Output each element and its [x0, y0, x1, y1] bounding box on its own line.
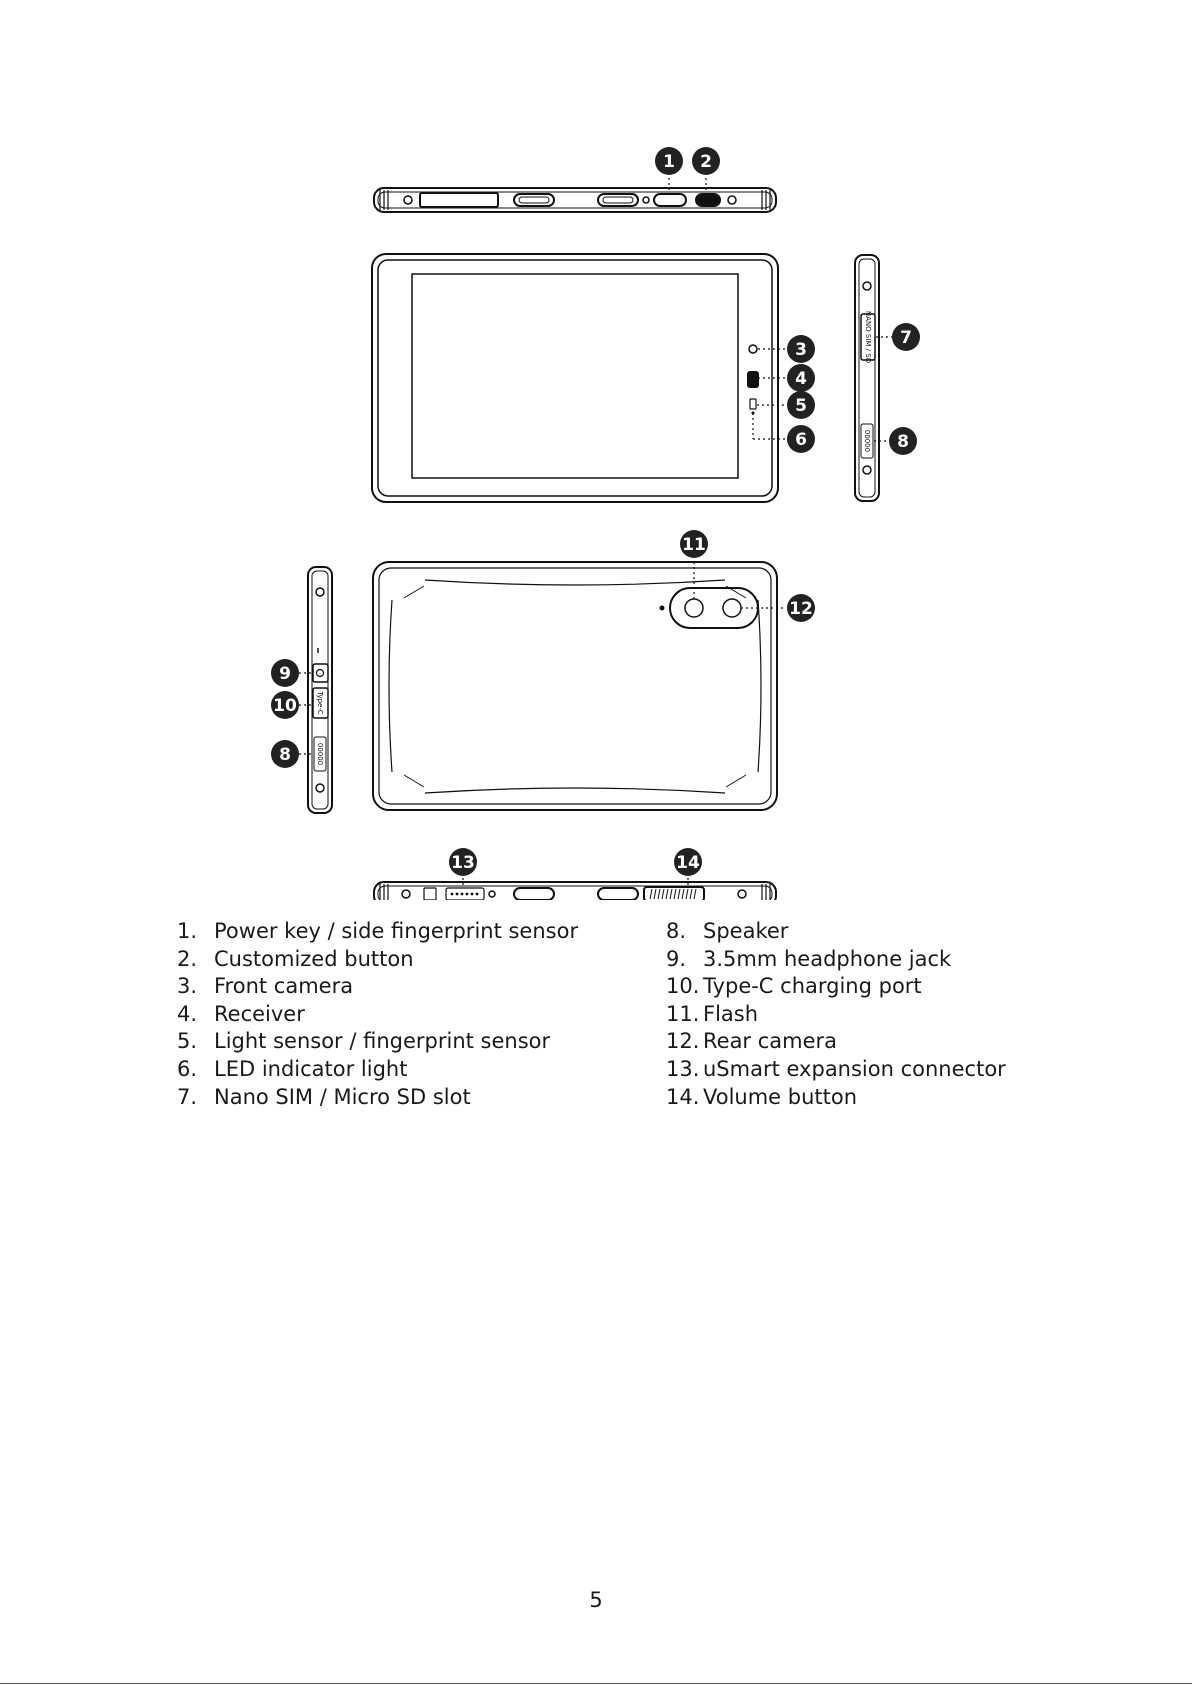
- callout-8-left: 8: [271, 740, 299, 768]
- light-sensor: [749, 398, 757, 410]
- legend-right-column: 8.Speaker 9.3.5mm headphone jack 10.Type…: [666, 918, 1006, 1111]
- svg-text:13: 13: [451, 853, 475, 873]
- callout-5: 5: [787, 391, 815, 419]
- front-camera: [748, 344, 758, 354]
- svg-text:5: 5: [795, 396, 807, 416]
- legend-item: 8.Speaker: [666, 919, 789, 943]
- back-view: [372, 561, 778, 811]
- legend-item: 1.Power key / side fingerprint sensor: [177, 919, 579, 943]
- svg-text:6: 6: [795, 430, 807, 450]
- callout-1: 1: [655, 147, 683, 175]
- type-c-port: [312, 687, 329, 719]
- legend-item: 10.Type-C charging port: [666, 974, 922, 999]
- legend-item: 9.3.5mm headphone jack: [666, 946, 952, 971]
- edge-grip-left: [379, 190, 389, 210]
- legend-item: 11.Flash: [666, 1001, 759, 1026]
- volume-button: [643, 886, 705, 900]
- headphone-jack: [312, 663, 329, 683]
- device-diagram: NANO SIM / SD 00000 00000 Type-C 1 2 3 4…: [271, 147, 920, 900]
- front-view: [371, 253, 779, 503]
- callout-3: 3: [787, 335, 815, 363]
- svg-text:8: 8: [279, 745, 291, 765]
- leader-lines: [299, 178, 893, 888]
- sim-sd-slot: [860, 313, 876, 361]
- top-edge-view: [373, 187, 777, 213]
- callout-10: 10: [271, 691, 299, 719]
- callout-2: 2: [692, 147, 720, 175]
- legend-item: 2.Customized button: [177, 946, 414, 971]
- customized-button: [695, 193, 721, 207]
- callout-13: 13: [449, 848, 477, 876]
- callout-11: 11: [680, 530, 708, 558]
- callout-9: 9: [271, 659, 299, 687]
- edge-grip-right: [761, 190, 771, 210]
- legend-item: 12.Rear camera: [666, 1029, 838, 1054]
- right-side-view: [854, 254, 880, 502]
- svg-text:8: 8: [897, 432, 909, 452]
- svg-text:3: 3: [795, 340, 807, 360]
- callout-8-right: 8: [889, 427, 917, 455]
- legend-item: 3.Front camera: [177, 974, 354, 999]
- left-side-view: [307, 566, 333, 814]
- flash: [684, 598, 704, 618]
- legend-item: 4.Receiver: [177, 1001, 305, 1026]
- legend-item: 6.LED indicator light: [177, 1056, 408, 1081]
- page-number: 5: [589, 1588, 603, 1612]
- right-grille-label: 00000: [863, 430, 871, 452]
- svg-text:2: 2: [700, 152, 712, 172]
- display-screen: [411, 273, 739, 479]
- usmart-connector: [445, 887, 485, 900]
- left-speaker-grille: [313, 736, 327, 772]
- svg-text:7: 7: [900, 328, 912, 348]
- callout-7: 7: [892, 323, 920, 351]
- bottom-edge-view: [373, 881, 777, 900]
- right-speaker-grille: [860, 423, 874, 459]
- callout-6: 6: [787, 425, 815, 453]
- legend-item: 5.Light sensor / fingerprint sensor: [177, 1029, 551, 1054]
- svg-text:1: 1: [663, 152, 675, 172]
- callout-12: 12: [787, 594, 815, 622]
- sim-slot-label: NANO SIM / SD: [864, 311, 872, 363]
- receiver: [747, 371, 759, 388]
- svg-text:11: 11: [682, 535, 706, 555]
- legend-item: 14.Volume button: [666, 1084, 858, 1109]
- svg-text:4: 4: [795, 369, 807, 389]
- power-key: [653, 193, 687, 207]
- svg-text:12: 12: [789, 599, 813, 619]
- callout-14: 14: [674, 848, 702, 876]
- svg-text:14: 14: [676, 853, 700, 873]
- svg-text:10: 10: [273, 696, 297, 716]
- left-grille-label: 00000: [316, 743, 324, 765]
- rear-camera: [722, 598, 742, 618]
- footer-rule: [0, 1683, 1192, 1684]
- legend-item: 7.Nano SIM / Micro SD slot: [177, 1084, 471, 1109]
- back-dot: [659, 605, 665, 611]
- camera-module: [669, 587, 759, 629]
- type-c-label: Type-C: [316, 690, 324, 715]
- svg-text:9: 9: [279, 664, 291, 684]
- legend-item: 13.uSmart expansion connector: [666, 1056, 1006, 1081]
- callout-4: 4: [787, 364, 815, 392]
- legend-left-column: 1.Power key / side fingerprint sensor 2.…: [177, 918, 578, 1111]
